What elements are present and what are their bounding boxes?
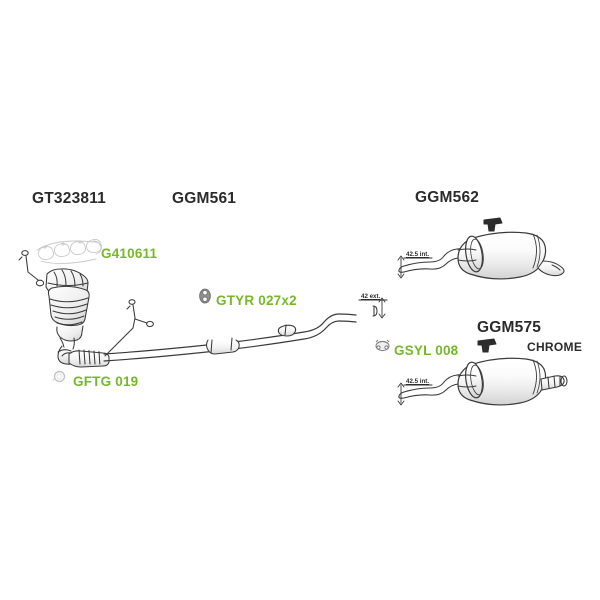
- front-pipe-clamp: [61, 349, 110, 368]
- exhaust-hanger-front: [104, 299, 154, 357]
- caption-chrome: CHROME: [527, 340, 583, 354]
- part-heading-ggm562: GGM562: [415, 189, 480, 206]
- dimension-midpipe-outlet: 42 ext.: [361, 293, 381, 300]
- dimension-ggm575-inlet: 42.5 int.: [406, 378, 430, 385]
- hanger-bracket-ggm562: [483, 217, 503, 232]
- dimension-ggm562-inlet: 42.5 int.: [406, 251, 430, 258]
- exhaust-hanger-cat: [18, 250, 45, 287]
- part-number-gtyr027x2[interactable]: GTYR 027x2: [216, 293, 297, 308]
- gasket-ring-icon: [52, 370, 66, 383]
- part-heading-gt323811: GT323811: [32, 190, 106, 207]
- rubber-hanger-icon: [199, 288, 211, 304]
- hanger-bracket-ggm575: [477, 338, 497, 353]
- part-number-gftg019[interactable]: GFTG 019: [73, 374, 139, 389]
- pipe-clamp-icon: [375, 339, 390, 352]
- manifold-gasket: [36, 239, 102, 264]
- catalytic-converter: [45, 268, 90, 365]
- part-number-gsyl008[interactable]: GSYL 008: [394, 343, 459, 358]
- part-heading-ggm561: GGM561: [172, 190, 237, 207]
- center-pipe: [103, 305, 378, 362]
- part-heading-ggm575: GGM575: [477, 319, 542, 336]
- part-number-g410611[interactable]: G410611: [101, 246, 158, 261]
